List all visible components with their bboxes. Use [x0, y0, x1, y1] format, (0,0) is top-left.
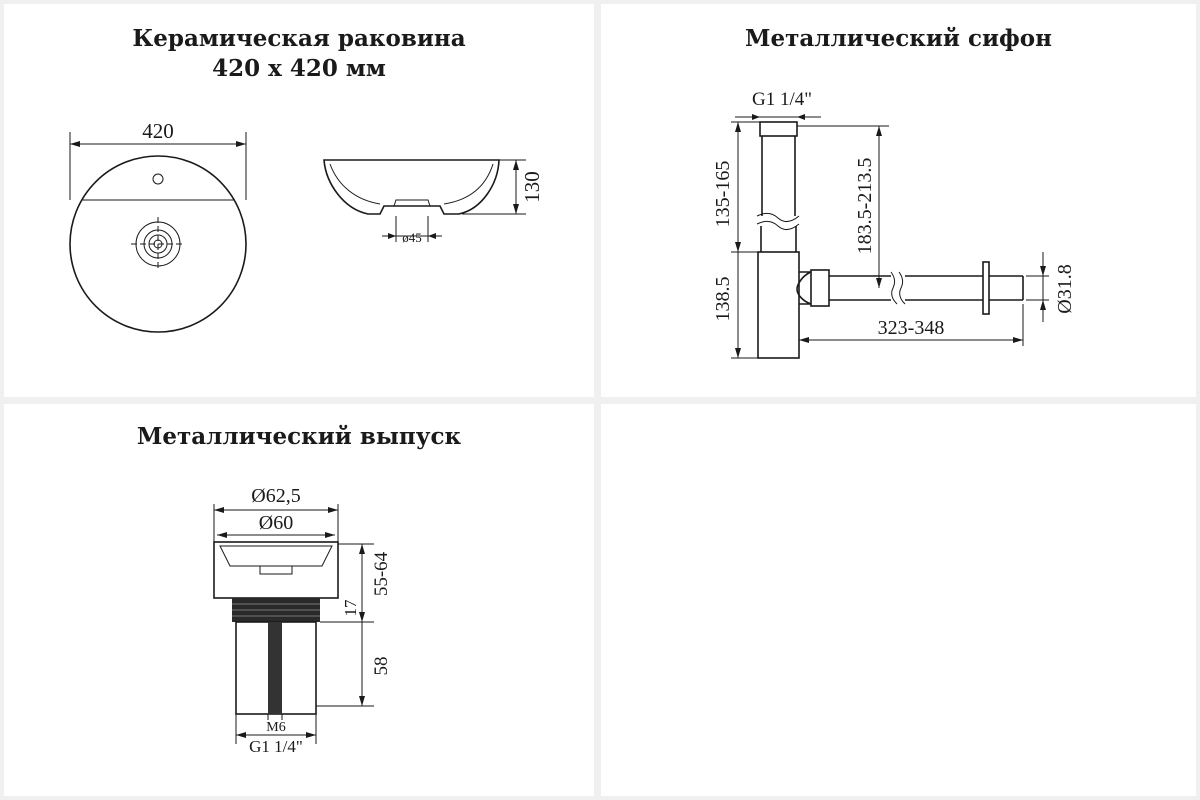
drain-body	[213, 541, 339, 715]
empty-panel	[601, 404, 1196, 796]
sink-title-line1: Керамическая раковина	[132, 25, 466, 52]
drain-collar-label: 17	[341, 599, 360, 617]
sink-title-line2: 420 х 420 мм	[212, 55, 386, 82]
sink-side-view	[323, 159, 500, 215]
faucet-hole	[152, 173, 164, 185]
drain-screw	[268, 622, 282, 714]
drain-title: Металлический выпуск	[136, 423, 462, 450]
drain-inner-label: Ø60	[259, 512, 293, 534]
drain-outer-label: Ø62,5	[251, 485, 300, 507]
sink-height-label: 130	[520, 171, 544, 203]
siphon-thread-label: G1 1/4"	[752, 89, 812, 110]
sink-drawing: 420 130 ø45	[69, 119, 544, 333]
drain-drawing: Ø62,5 Ø60 55-64 17 58	[213, 485, 392, 756]
drain-screw-label: M6	[266, 720, 285, 735]
drain-panel: Металлический выпуск Ø62,5 Ø60	[4, 404, 594, 796]
siphon-length-label: 323-348	[878, 317, 945, 339]
siphon-total-label: 183.5-213.5	[854, 158, 876, 255]
sink-drain-label: ø45	[402, 230, 422, 245]
siphon-panel: Металлический сифон G1 1/4"	[601, 4, 1196, 397]
drain-stem-label: 58	[371, 657, 392, 676]
sink-top-outline	[69, 155, 247, 333]
siphon-drawing: G1 1/4"	[712, 89, 1076, 359]
siphon-upper-label: 135-165	[712, 161, 734, 228]
siphon-lower-label: 138.5	[712, 277, 734, 322]
siphon-vertical-pipe	[756, 121, 800, 359]
drain-height-label: 55-64	[371, 551, 392, 596]
sink-width-label: 420	[142, 119, 174, 143]
siphon-horizontal-arm	[796, 261, 1024, 315]
sink-title: Керамическая раковина 420 х 420 мм	[4, 24, 594, 84]
siphon-title: Металлический сифон	[745, 25, 1052, 52]
drain-thread-label: G1 1/4"	[249, 737, 303, 756]
sink-panel: Керамическая раковина 420 х 420 мм 420	[4, 4, 594, 397]
siphon-diameter-label: Ø31.8	[1054, 264, 1076, 313]
